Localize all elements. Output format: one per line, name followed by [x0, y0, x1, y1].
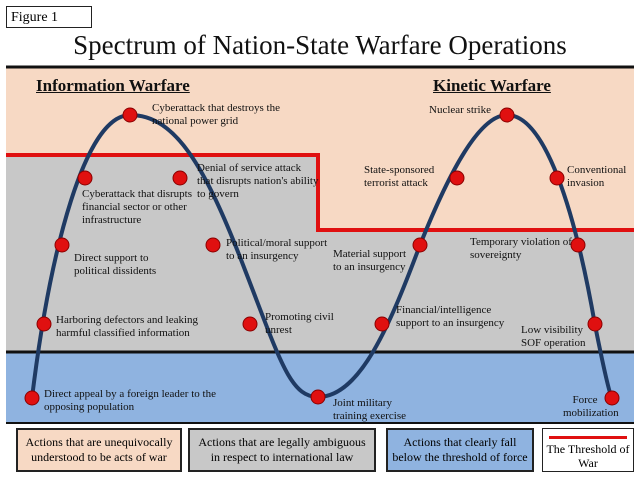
node-direct-support-dissidents-label: Direct support to political dissidents — [74, 252, 157, 277]
legend-ambiguous-box: Actions that are legally ambiguous in re… — [188, 428, 376, 472]
node-promoting-civil-unrest-marker[interactable] — [242, 316, 258, 332]
node-financial-intelligence-support-marker[interactable] — [374, 316, 390, 332]
figure-label: Figure 1 — [6, 6, 92, 28]
legend-threshold-swatch — [549, 436, 627, 439]
node-material-support-label: Material support to an insurgency — [333, 248, 407, 273]
node-cyberattack-financial-marker[interactable] — [77, 170, 93, 186]
node-low-visibility-sof-marker[interactable] — [587, 316, 603, 332]
kinetic-warfare-heading: Kinetic Warfare — [433, 76, 551, 95]
node-conventional-invasion-label: Conventional invasion — [567, 164, 627, 189]
node-material-support-marker[interactable] — [412, 237, 428, 253]
legend-threshold-box: The Threshold of War — [542, 428, 634, 472]
node-temporary-violation-marker[interactable] — [570, 237, 586, 253]
legend-below-force-box: Actions that clearly fall below the thre… — [386, 428, 534, 472]
legend-war-box: Actions that are unequivocally understoo… — [16, 428, 182, 472]
node-joint-military-training-marker[interactable] — [310, 389, 326, 405]
node-harboring-defectors-label: Harboring defectors and leaking harmful … — [56, 314, 199, 339]
node-low-visibility-sof-label: Low visibility SOF operation — [521, 324, 586, 349]
node-nuclear-strike-label: Nuclear strike — [429, 104, 491, 116]
node-cyberattack-power-grid-marker[interactable] — [122, 107, 138, 123]
node-promoting-civil-unrest-label: Promoting civil unrest — [265, 311, 334, 336]
node-harboring-defectors-marker[interactable] — [36, 316, 52, 332]
node-conventional-invasion-marker[interactable] — [549, 170, 565, 186]
node-temporary-violation-label: Temporary violation of sovereignty — [470, 236, 572, 261]
legend-war-text: Actions that are unequivocally understoo… — [25, 435, 173, 464]
node-direct-appeal-label: Direct appeal by a foreign leader to the… — [44, 388, 216, 413]
node-political-moral-support-label: Political/moral support to an insurgency — [226, 237, 328, 262]
information-warfare-heading: Information Warfare — [36, 76, 190, 95]
node-cyberattack-financial-label: Cyberattack that disrupts financial sect… — [82, 188, 192, 226]
legend-threshold-text: The Threshold of War — [546, 442, 630, 470]
ambiguous-zone-background — [6, 155, 634, 352]
node-denial-of-service-marker[interactable] — [172, 170, 188, 186]
below-force-zone-background — [6, 352, 634, 422]
node-state-sponsored-terrorist-marker[interactable] — [449, 170, 465, 186]
node-nuclear-strike-marker[interactable] — [499, 107, 515, 123]
node-cyberattack-power-grid-label: Cyberattack that destroys the national p… — [152, 102, 280, 127]
legend-below-force-text: Actions that clearly fall below the thre… — [392, 435, 528, 464]
legend-ambiguous-text: Actions that are legally ambiguous in re… — [198, 435, 366, 464]
node-state-sponsored-terrorist-label: State-sponsored terrorist attack — [364, 164, 435, 189]
node-denial-of-service-label: Denial of service attack that disrupts n… — [197, 162, 319, 200]
node-political-moral-support-marker[interactable] — [205, 237, 221, 253]
page-title: Spectrum of Nation-State Warfare Operati… — [73, 30, 567, 60]
node-joint-military-training-label: Joint military training exercise — [333, 397, 406, 422]
node-financial-intelligence-support-label: Financial/intelligence support to an ins… — [396, 304, 505, 329]
node-direct-appeal-marker[interactable] — [24, 390, 40, 406]
threshold-of-war-line — [6, 153, 634, 232]
node-force-mobilization-marker[interactable] — [604, 390, 620, 406]
node-force-mobilization-label: Force mobilization — [563, 394, 619, 419]
node-direct-support-dissidents-marker[interactable] — [54, 237, 70, 253]
